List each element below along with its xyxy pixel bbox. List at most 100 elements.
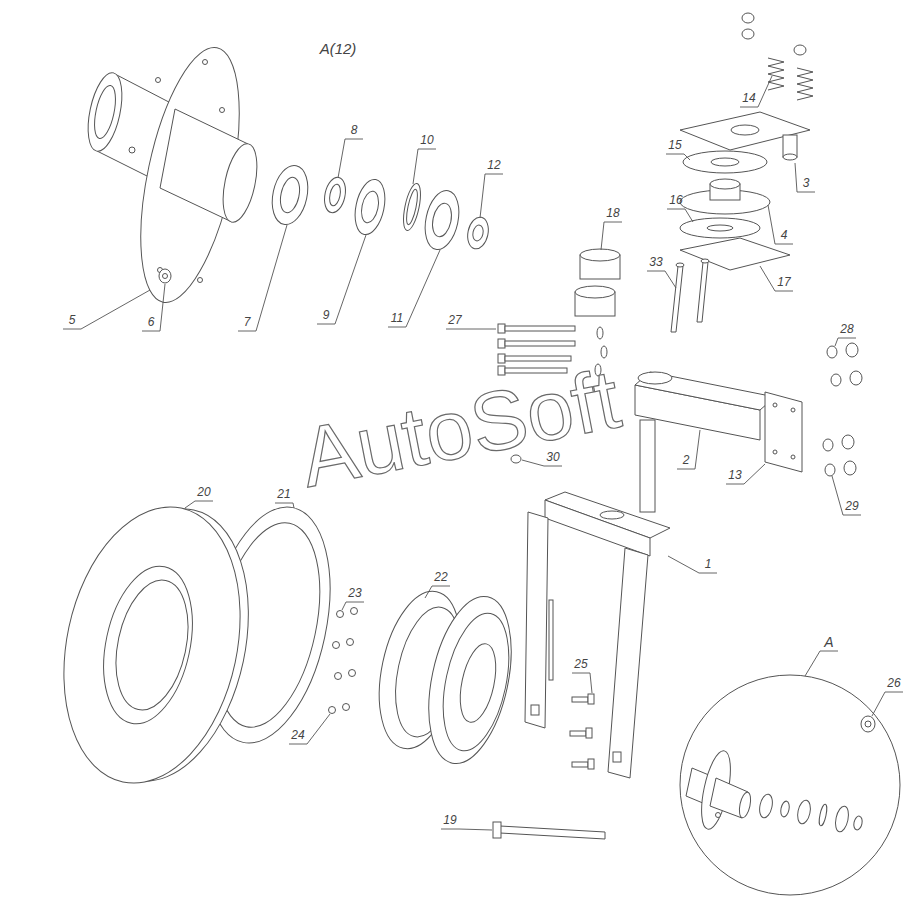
leader-line [441, 829, 492, 830]
callout-number: 27 [448, 314, 461, 326]
fork [608, 548, 648, 778]
bearing [277, 176, 302, 215]
bolt [498, 339, 505, 348]
callout-number: 30 [546, 451, 559, 463]
bolt [701, 259, 709, 263]
leader-line [342, 602, 364, 610]
plate-assembly [707, 225, 733, 231]
plate-assembly [683, 151, 767, 173]
callout-number: 24 [291, 729, 304, 741]
leader-line [338, 139, 363, 178]
arm [635, 372, 802, 512]
fork [549, 600, 553, 680]
leader-line [795, 163, 815, 192]
callout-number: 1 [705, 558, 712, 570]
plate-assembly [783, 154, 797, 160]
detail-view [758, 793, 775, 819]
leader-line [425, 586, 450, 598]
bolt [505, 326, 575, 331]
bushing [575, 249, 620, 316]
nut [844, 461, 856, 475]
callout-number: 13 [728, 469, 741, 481]
fork [600, 511, 624, 519]
hub [91, 84, 120, 141]
bearing [465, 215, 491, 250]
nut [823, 439, 833, 451]
bolt [572, 762, 588, 767]
tire [105, 573, 199, 716]
bolt [588, 759, 594, 769]
view-label: A [824, 635, 833, 649]
callout-number: 8 [351, 124, 358, 136]
bolt [570, 694, 594, 769]
plate-assembly [680, 238, 790, 270]
callout-number: 17 [777, 276, 790, 288]
nut [159, 269, 171, 283]
plate-assembly [742, 29, 754, 39]
nut [827, 346, 837, 358]
callout-number: 28 [840, 323, 853, 335]
callout-number: 21 [277, 488, 290, 500]
callout-number: 12 [487, 159, 500, 171]
bolt [505, 341, 575, 346]
plate-assembly [710, 179, 740, 189]
nut [831, 374, 841, 386]
bolt [343, 704, 350, 711]
bearing [471, 224, 484, 242]
callout-number: 5 [69, 314, 76, 326]
rim [366, 584, 525, 771]
arm [638, 372, 672, 384]
callout-number: 29 [845, 500, 858, 512]
hub [217, 141, 263, 225]
bearing [400, 182, 424, 232]
bearing [267, 162, 313, 228]
bolt [572, 697, 588, 702]
bolt [351, 608, 358, 615]
leader-line [480, 174, 503, 218]
leader-line [275, 503, 294, 508]
callout-number: 16 [669, 194, 682, 206]
leader-line [446, 329, 496, 330]
plate-assembly [711, 158, 739, 166]
callout-number: 2 [683, 454, 690, 466]
hub [198, 278, 203, 283]
fork [531, 705, 539, 715]
nut [163, 274, 168, 279]
bearing [321, 175, 348, 214]
leader-line [726, 464, 765, 484]
callout-number: 14 [742, 92, 755, 104]
bolt [333, 642, 340, 649]
callout-number: 7 [244, 316, 251, 328]
detail-view [796, 799, 813, 825]
leader-line [63, 76, 903, 830]
bolt [349, 670, 356, 677]
leader-line [677, 430, 700, 469]
bolt [586, 728, 592, 738]
nut [823, 343, 862, 476]
bearing [267, 162, 491, 253]
tire [40, 490, 265, 799]
bolt [335, 673, 342, 680]
leader-line [740, 76, 772, 107]
leader-line [647, 271, 676, 288]
callout-number: 25 [574, 658, 587, 670]
nut [861, 716, 875, 732]
rim [415, 589, 525, 771]
detail-view [680, 675, 900, 895]
bolt [570, 731, 586, 736]
bearing [420, 187, 464, 252]
bearing [350, 177, 389, 238]
bolt [676, 263, 684, 267]
callout-number: 6 [148, 316, 155, 328]
bolt [597, 327, 603, 339]
arm [791, 408, 795, 412]
arm [773, 403, 777, 407]
bolt [329, 707, 336, 714]
hub [220, 108, 225, 113]
plate-assembly [680, 13, 813, 270]
bolt [498, 324, 505, 333]
leader-line [572, 673, 592, 693]
callout-number: 20 [197, 486, 210, 498]
bolt [588, 694, 594, 704]
axle [500, 826, 605, 839]
